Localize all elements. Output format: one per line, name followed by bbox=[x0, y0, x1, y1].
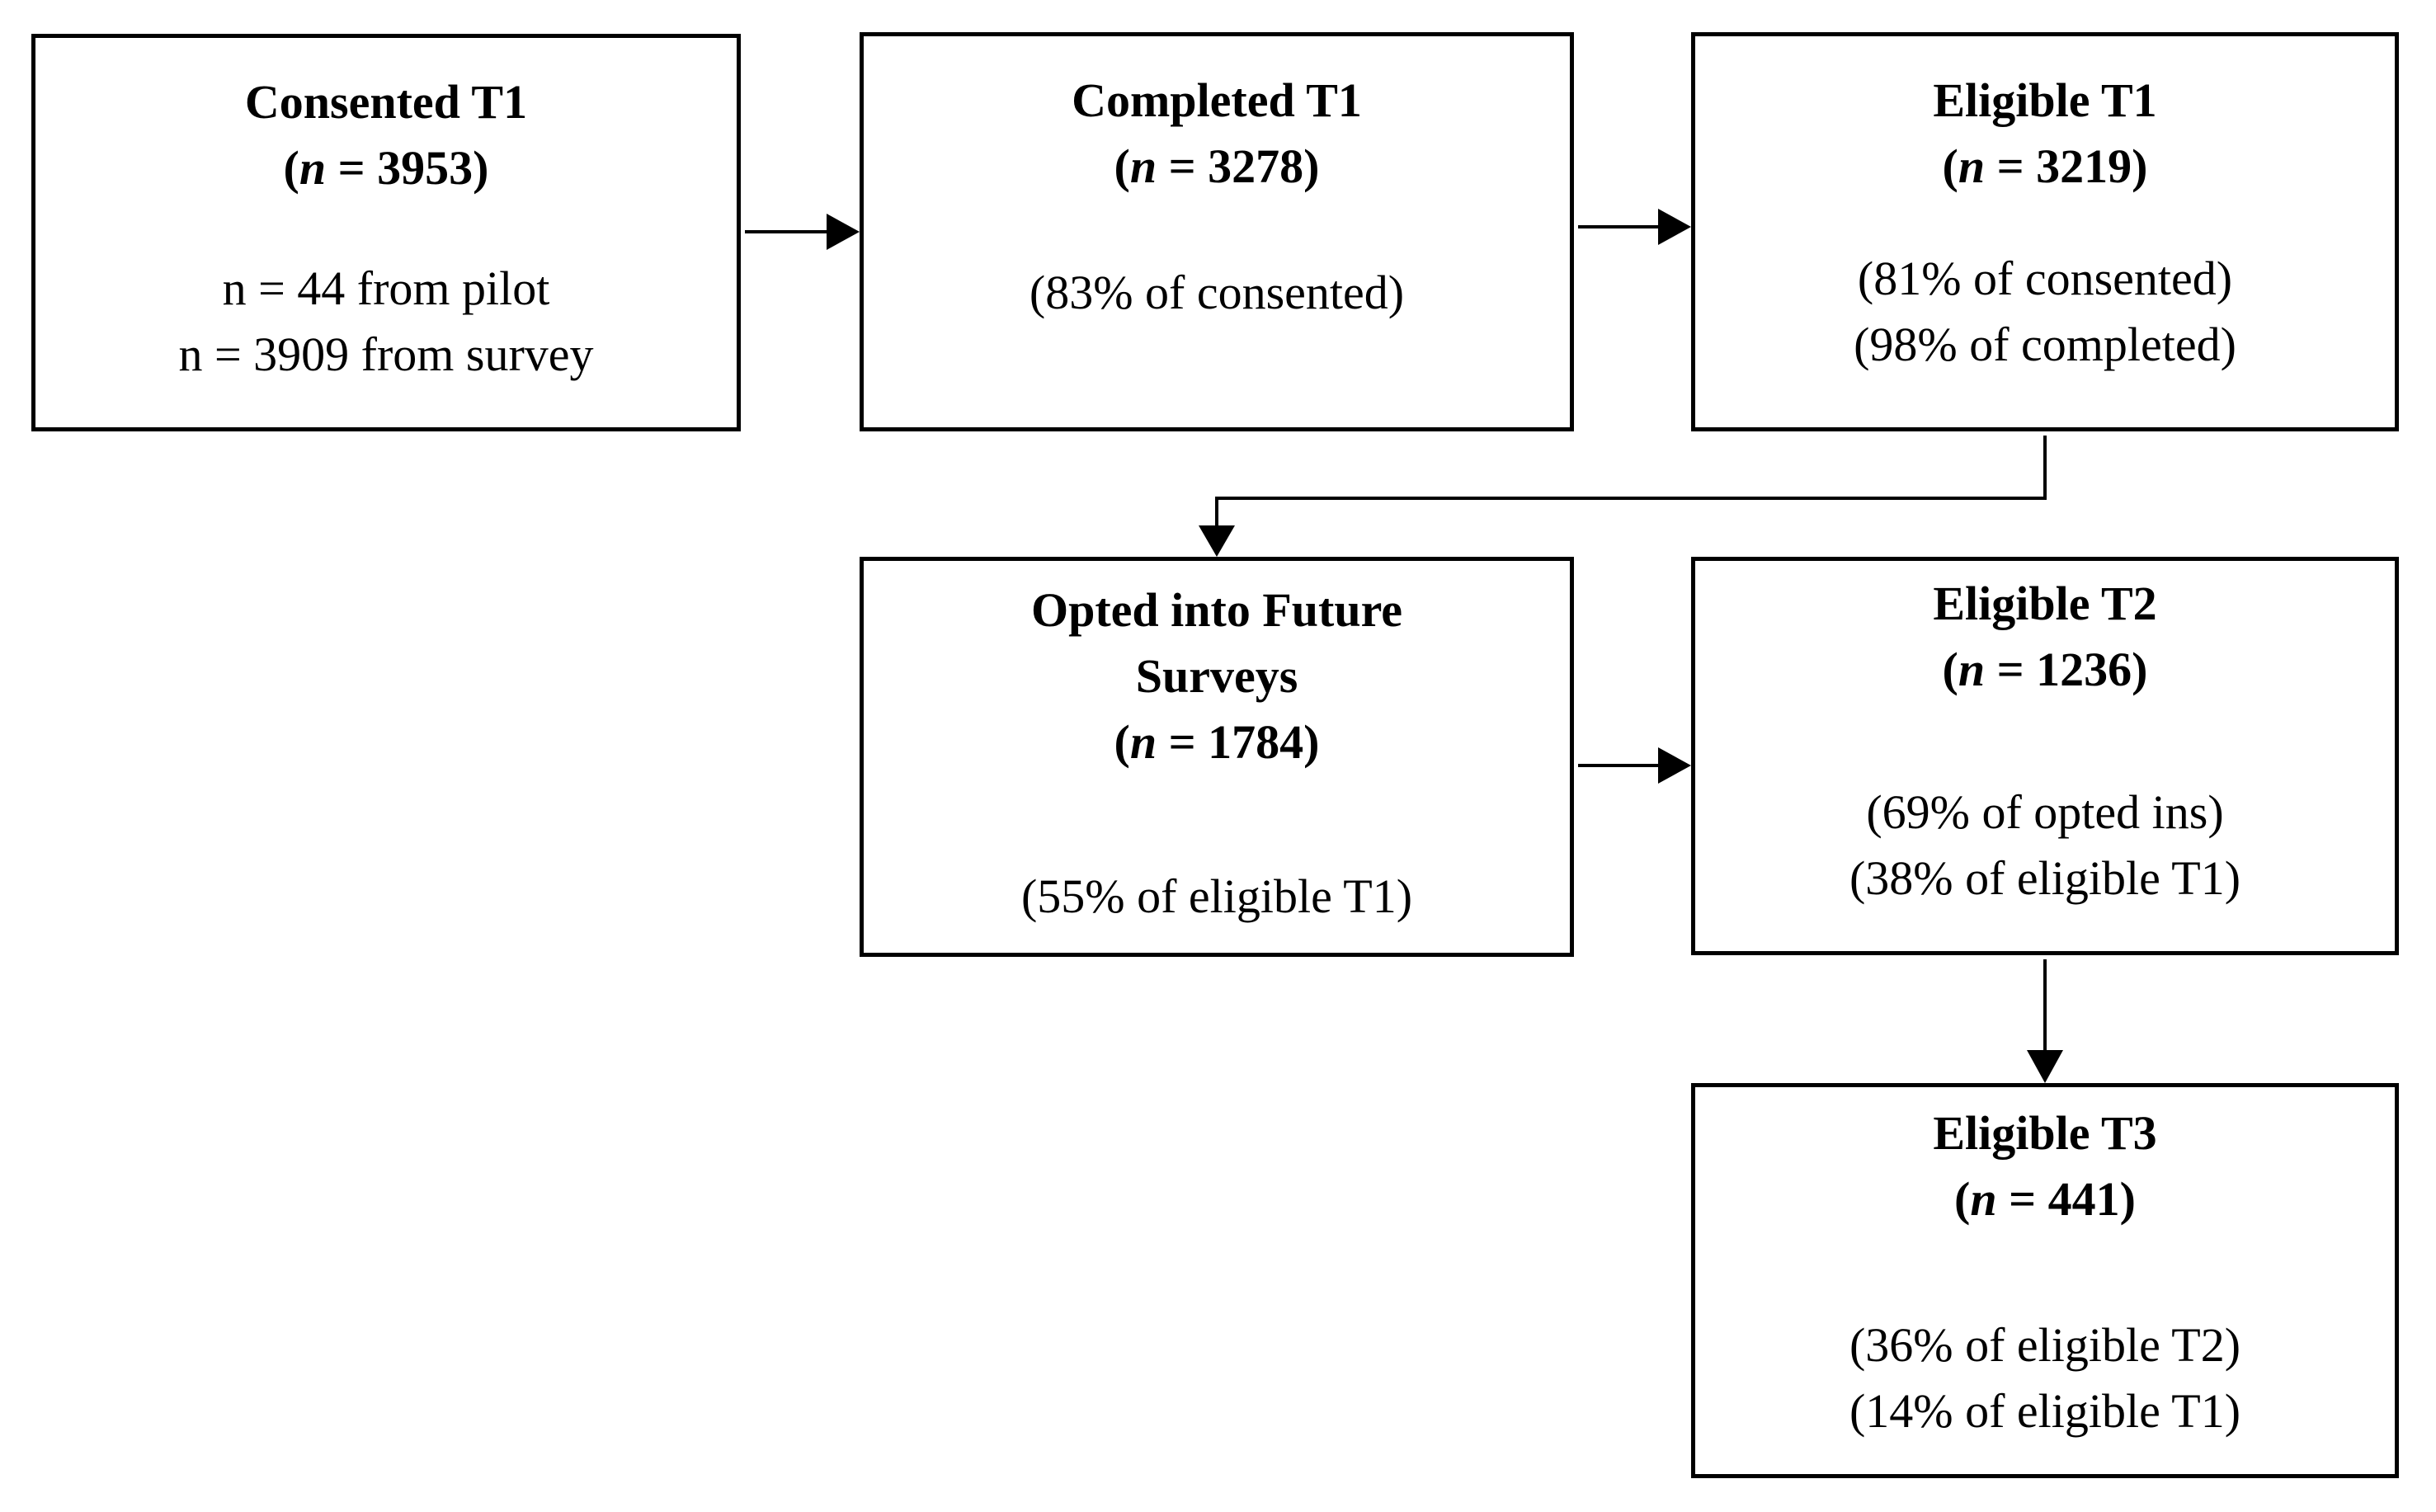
box-n-line: (n = 1784) bbox=[1114, 715, 1320, 769]
box-notes: (36% of eligible T2) (14% of eligible T1… bbox=[1849, 1312, 2240, 1444]
box-title-line: Surveys bbox=[1135, 649, 1298, 703]
box-note-line: (83% of consented) bbox=[1029, 266, 1405, 319]
box-title: Eligible T2 (n = 1236) bbox=[1933, 571, 2156, 703]
flow-box-opted-into-future-surveys: Opted into Future Surveys (n = 1784) (55… bbox=[860, 557, 1574, 957]
box-n-line: (n = 1236) bbox=[1942, 643, 2148, 696]
box-note-line: (55% of eligible T1) bbox=[1020, 869, 1413, 923]
box-notes: (55% of eligible T1) bbox=[1021, 864, 1412, 930]
n-variable: n bbox=[1970, 1172, 1997, 1226]
arrow-consented-to-completed bbox=[745, 214, 860, 250]
box-note-line: n = 44 from pilot bbox=[222, 261, 550, 315]
box-note-line: (38% of eligible T1) bbox=[1849, 851, 2241, 905]
box-note-line: (36% of eligible T2) bbox=[1849, 1318, 2241, 1372]
box-title-line: Eligible T2 bbox=[1933, 577, 2157, 630]
arrow-eligible-t2-to-eligible-t3 bbox=[2027, 959, 2063, 1083]
box-title-line: Completed T1 bbox=[1072, 73, 1362, 127]
box-notes: n = 44 from pilot n = 3909 from survey bbox=[178, 256, 593, 388]
n-variable: n bbox=[1958, 643, 1986, 696]
box-notes: (83% of consented) bbox=[1030, 260, 1404, 326]
n-variable: n bbox=[1129, 139, 1157, 193]
box-title-line: Opted into Future bbox=[1030, 583, 1403, 637]
box-n-line: (n = 3278) bbox=[1114, 139, 1320, 193]
flow-box-eligible-t1: Eligible T1 (n = 3219) (81% of consented… bbox=[1691, 32, 2399, 431]
box-n-line: (n = 3953) bbox=[283, 141, 489, 195]
arrowhead-right-icon bbox=[1658, 747, 1691, 784]
box-title-line: Consented T1 bbox=[244, 75, 528, 129]
flow-box-eligible-t3: Eligible T3 (n = 441) (36% of eligible T… bbox=[1691, 1083, 2399, 1478]
arrowhead-down-icon bbox=[2027, 1050, 2063, 1083]
box-title: Opted into Future Surveys (n = 1784) bbox=[1031, 577, 1402, 775]
arrowhead-down-icon bbox=[1199, 525, 1235, 557]
box-title: Eligible T1 (n = 3219) bbox=[1933, 68, 2156, 200]
arrow-completed-to-eligible-t1 bbox=[1578, 209, 1691, 245]
box-title-line: Eligible T1 bbox=[1933, 73, 2157, 127]
arrow-opted-in-to-eligible-t2 bbox=[1578, 747, 1691, 784]
arrow-eligible-t1-to-opted-in bbox=[1199, 436, 2047, 557]
arrowhead-right-icon bbox=[1658, 209, 1691, 245]
box-note-line: n = 3909 from survey bbox=[178, 327, 594, 381]
n-variable: n bbox=[299, 141, 327, 195]
box-title: Consented T1 (n = 3953) bbox=[245, 69, 527, 201]
box-title: Eligible T3 (n = 441) bbox=[1933, 1100, 2156, 1232]
box-notes: (81% of consented) (98% of completed) bbox=[1854, 246, 2236, 378]
box-note-line: (14% of eligible T1) bbox=[1849, 1384, 2241, 1438]
box-note-line: (69% of opted ins) bbox=[1866, 785, 2224, 839]
arrowhead-right-icon bbox=[827, 214, 860, 250]
box-n-line: (n = 441) bbox=[1954, 1172, 2136, 1226]
n-variable: n bbox=[1958, 139, 1986, 193]
flow-box-consented-t1: Consented T1 (n = 3953) n = 44 from pilo… bbox=[31, 34, 741, 431]
box-note-line: (98% of completed) bbox=[1854, 318, 2236, 371]
box-title-line: Eligible T3 bbox=[1933, 1106, 2157, 1160]
box-n-line: (n = 3219) bbox=[1942, 139, 2148, 193]
flow-box-completed-t1: Completed T1 (n = 3278) (83% of consente… bbox=[860, 32, 1574, 431]
box-title: Completed T1 (n = 3278) bbox=[1072, 68, 1362, 200]
flow-box-eligible-t2: Eligible T2 (n = 1236) (69% of opted ins… bbox=[1691, 557, 2399, 955]
box-notes: (69% of opted ins) (38% of eligible T1) bbox=[1849, 780, 2240, 911]
box-note-line: (81% of consented) bbox=[1857, 252, 2233, 305]
n-variable: n bbox=[1129, 715, 1157, 769]
